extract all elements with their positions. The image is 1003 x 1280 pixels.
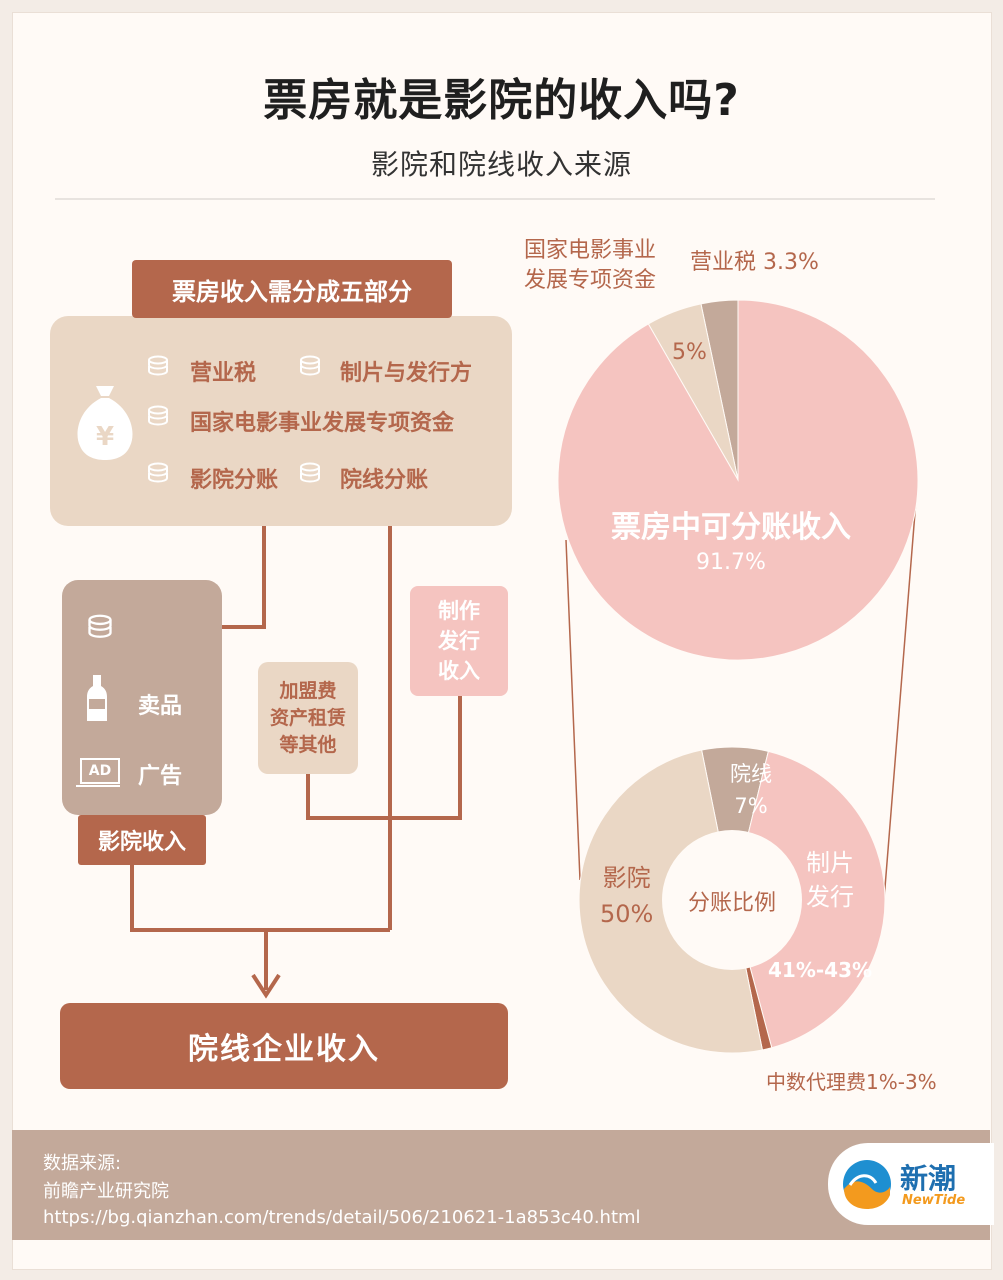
cinema-income-label: 影院收入: [78, 815, 206, 865]
coin-stack-icon: [148, 405, 168, 426]
label-cinema-pct: 50%: [600, 900, 654, 928]
box-office-header: 票房收入需分成五部分: [132, 260, 452, 318]
label-agent-fee: 中数代理费1%-3%: [766, 1070, 937, 1094]
brand-logo: 新潮 NewTide: [828, 1143, 994, 1225]
coin-stack-icon: [148, 462, 168, 483]
production-line: 发行: [438, 629, 480, 653]
divider: [55, 198, 935, 200]
coin-stack-icon: [300, 462, 320, 483]
zoom-lines: [565, 499, 917, 901]
production-line: 收入: [438, 659, 480, 683]
other-income-box: 加盟费 资产租赁 等其他: [258, 662, 358, 774]
label-cinema: 影院 50%: [600, 860, 653, 932]
source-url[interactable]: https://bg.qianzhan.com/trends/detail/50…: [43, 1207, 641, 1228]
other-line: 资产租赁: [269, 706, 346, 729]
part-tax: 营业税: [190, 361, 257, 386]
money-bag-icon: ¥: [77, 386, 133, 460]
page-title: 票房就是影院的收入吗?: [263, 75, 740, 126]
part-producer: 制片与发行方: [340, 361, 473, 386]
footer: [12, 1130, 990, 1240]
coin-stack-icon: [300, 355, 320, 376]
part-chain-share: 院线分账: [340, 468, 429, 493]
production-line: 制作: [438, 599, 480, 623]
top-pie: [557, 299, 919, 661]
cinema-item-concessions: 卖品: [138, 694, 183, 719]
label-fund-line: 发展专项资金: [524, 268, 657, 293]
coin-stack-icon: [148, 355, 168, 376]
arrowhead-final: [251, 973, 281, 999]
wave-logo-icon: [843, 1160, 891, 1209]
label-producer-line: 发行: [806, 883, 854, 911]
pie-slice-shareable: [557, 299, 919, 661]
money-bag-symbol: ¥: [96, 422, 114, 452]
donut-center-label: 分账比例: [687, 891, 776, 916]
production-income-box: 制作 发行 收入: [410, 586, 508, 696]
other-line: 等其他: [279, 733, 337, 756]
bottle-icon: [87, 675, 107, 721]
label-main-pct: 91.7%: [696, 550, 766, 575]
ad-icon: AD: [80, 758, 120, 784]
part-fund: 国家电影事业发展专项资金: [190, 411, 455, 436]
zoom-line-left: [565, 539, 581, 881]
label-cinema-name: 影院: [602, 864, 651, 892]
part-cinema-share: 影院分账: [190, 468, 279, 493]
connector-cinema-income: [130, 865, 390, 932]
label-producer: 制片 发行: [806, 846, 854, 914]
label-tax: 营业税 3.3%: [690, 250, 819, 275]
label-fund: 国家电影事业 发展专项资金: [524, 236, 656, 296]
label-producer-line: 制片: [806, 849, 854, 877]
label-chain: 院线 7%: [730, 758, 772, 822]
pie-slice-producer: [731, 750, 886, 1049]
source-name: 前瞻产业研究院: [43, 1181, 169, 1202]
label-chain-pct: 7%: [734, 794, 768, 818]
page-subtitle: 影院和院线收入来源: [370, 148, 632, 181]
cinema-item-ads: 广告: [138, 764, 183, 789]
label-producer-pct: 41%-43%: [768, 958, 873, 982]
other-line: 加盟费: [279, 679, 337, 702]
label-main-slice: 票房中可分账收入: [611, 510, 851, 545]
donut-hole: [662, 830, 802, 970]
label-fund-pct: 5%: [672, 340, 707, 365]
coin-stack-icon: [88, 614, 112, 638]
source-label: 数据来源:: [43, 1153, 122, 1174]
label-fund-line: 国家电影事业: [524, 238, 657, 263]
brand-en: NewTide: [902, 1193, 966, 1208]
ad-icon-base: [76, 785, 120, 787]
connector-misc: [306, 696, 462, 820]
chain-income-box: 院线企业收入: [60, 1003, 508, 1089]
brand-cn: 新潮: [900, 1162, 957, 1195]
label-chain-name: 院线: [730, 762, 772, 786]
zoom-line-right: [883, 499, 917, 901]
